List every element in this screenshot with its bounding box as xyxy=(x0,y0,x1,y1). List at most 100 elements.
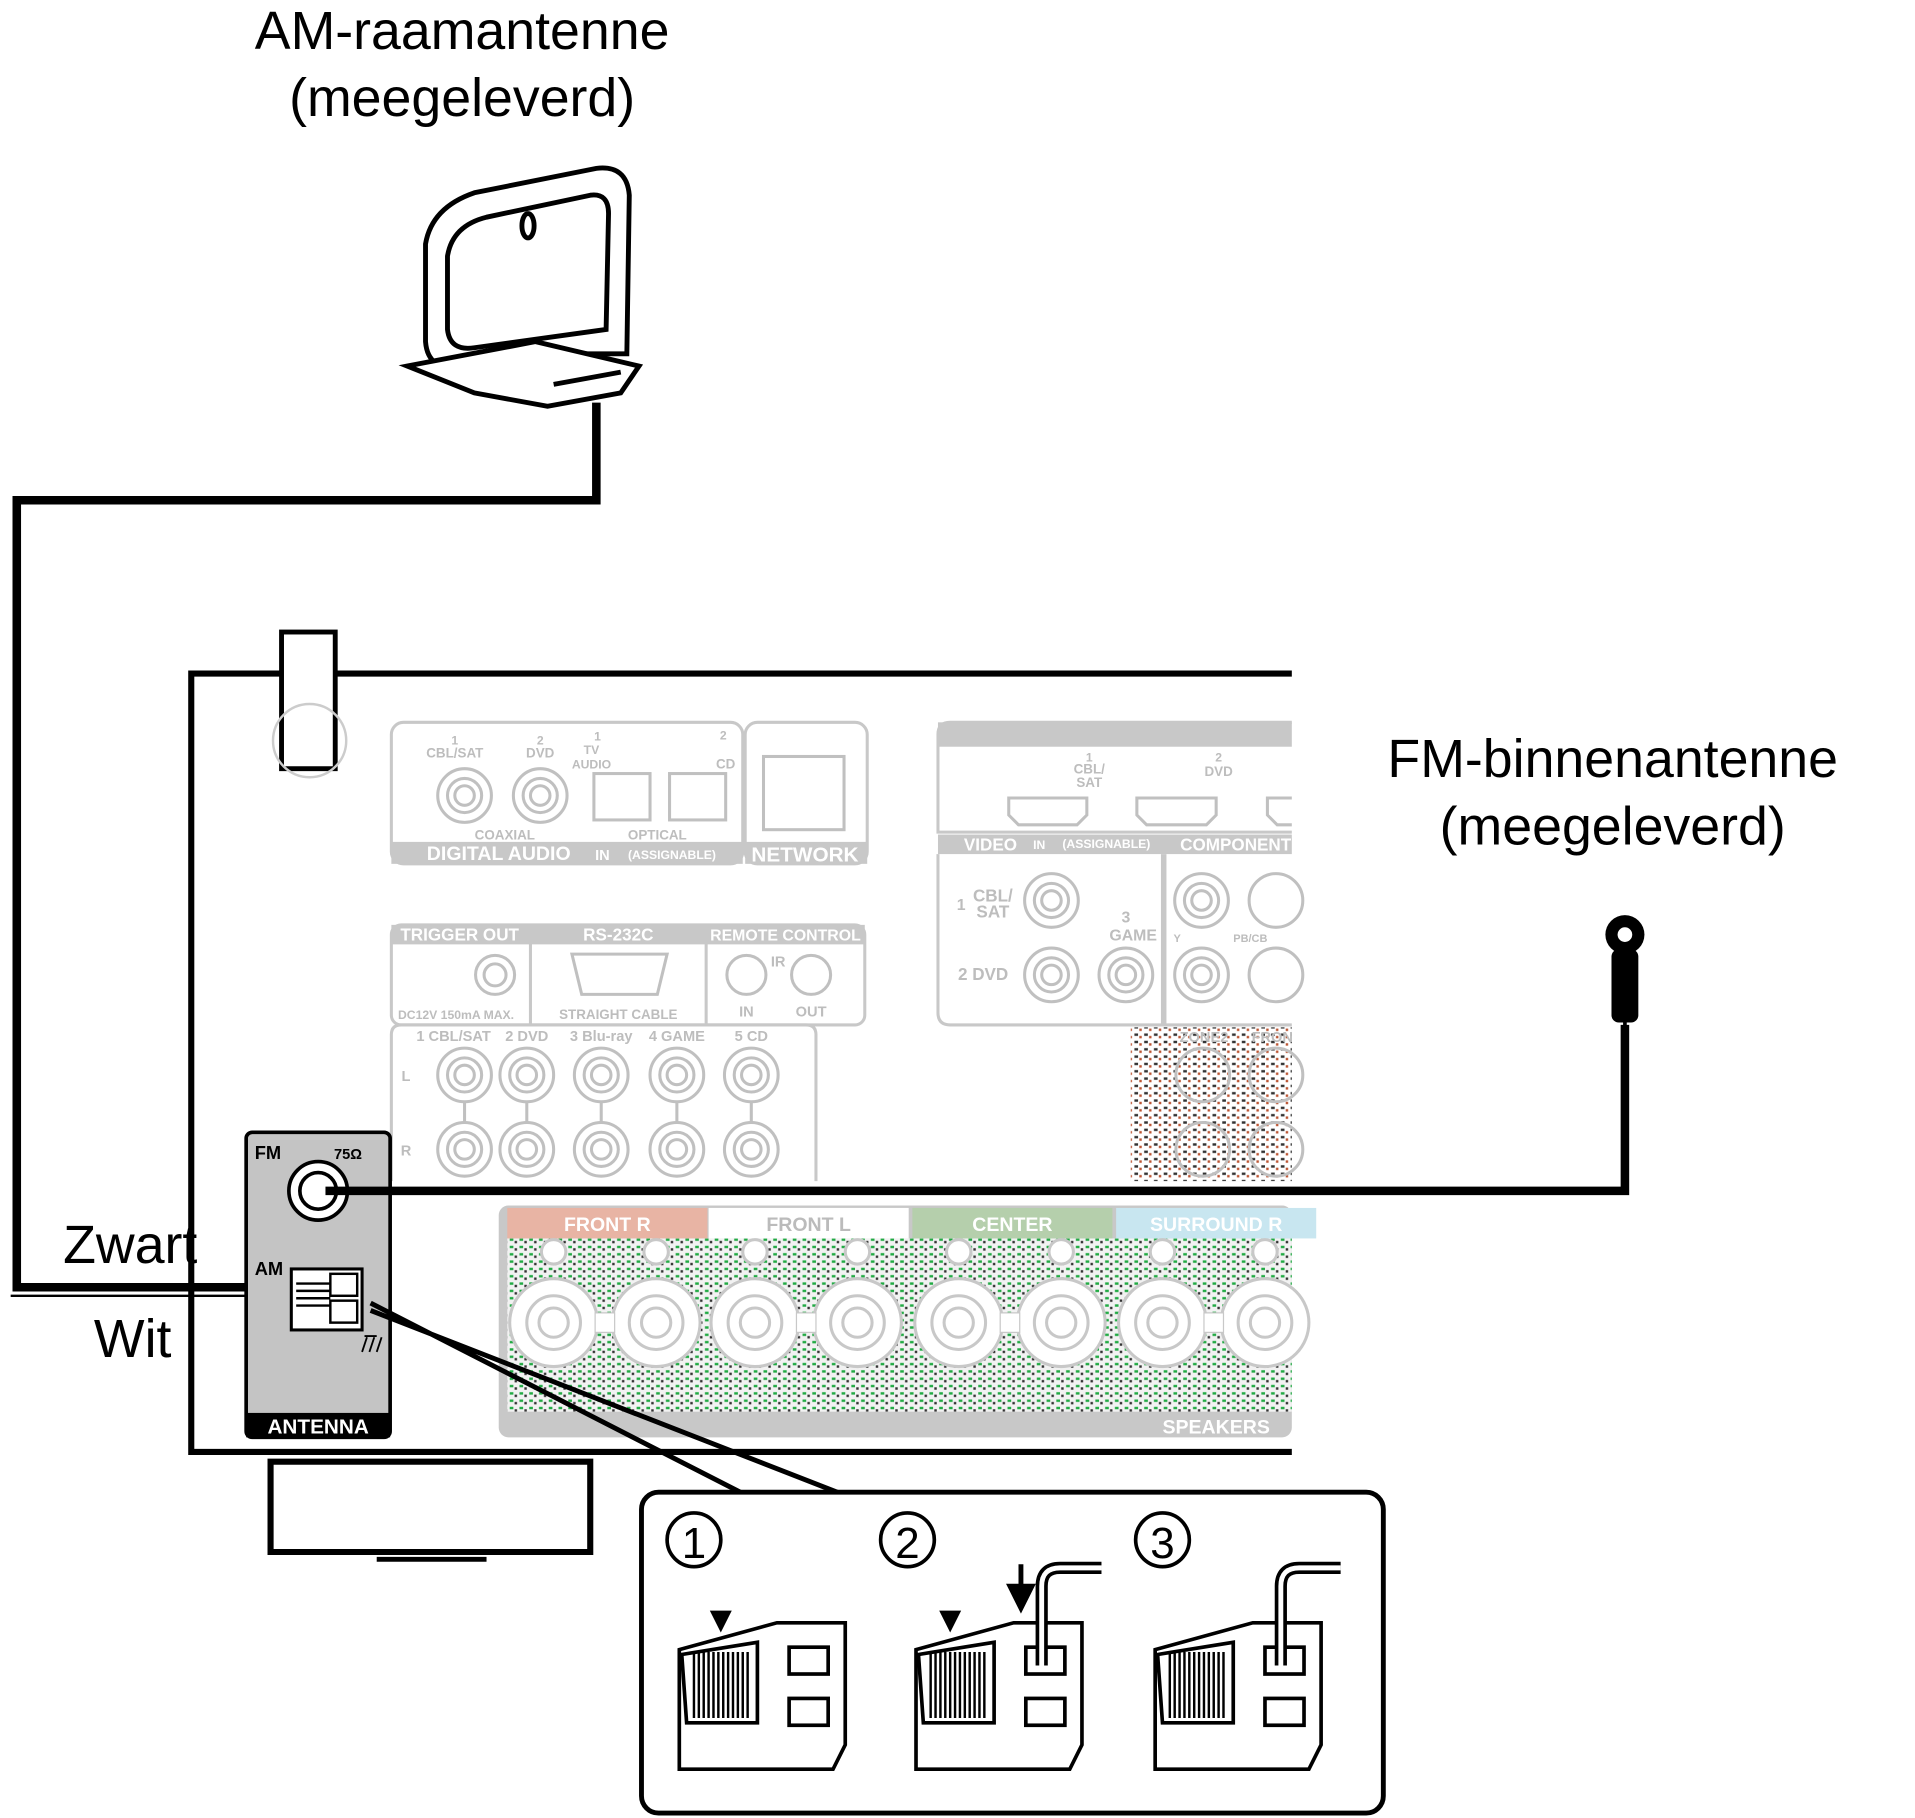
rca-jack[interactable] xyxy=(648,1120,706,1178)
trigger-note: DC12V 150mA MAX. xyxy=(398,1008,514,1022)
video1-num: 1 xyxy=(957,897,966,914)
coax2-label: DVD xyxy=(526,746,555,761)
fm-antenna-subtitle: (meegeleverd) xyxy=(1440,796,1786,856)
video-in-label: IN xyxy=(1033,838,1045,852)
hdmi2-label: DVD xyxy=(1204,764,1233,779)
opt1-b: AUDIO xyxy=(572,758,611,772)
rca-jack[interactable] xyxy=(498,1046,556,1104)
opt2-num: 2 xyxy=(720,728,727,742)
negative-terminal[interactable] xyxy=(610,1238,702,1369)
am-antenna-title: AM-raamantenne xyxy=(255,1,670,61)
ground-icon xyxy=(361,1335,383,1353)
terminal-bridge xyxy=(999,1312,1021,1333)
audio-in-5: 5 CD xyxy=(735,1029,768,1045)
connection-steps-inset: 1 2 3 xyxy=(639,1489,1386,1816)
hdmi1-num: 1 xyxy=(1086,750,1093,764)
rca-jack[interactable] xyxy=(722,1046,780,1104)
black-wire-label: Zwart xyxy=(63,1215,197,1275)
speaker-channel-header xyxy=(912,1207,1113,1239)
fm-antenna-title: FM-binnenantenne xyxy=(1387,729,1838,789)
terminal-bridge xyxy=(1203,1312,1225,1333)
coaxial-label: COAXIAL xyxy=(475,827,535,842)
speaker-channel-header xyxy=(1116,1207,1317,1239)
audio-input-labels: 1 CBL/SAT 2 DVD 3 Blu-ray 4 GAME 5 CD L … xyxy=(401,1029,768,1160)
optical-label: OPTICAL xyxy=(628,827,687,842)
terminal-bridge xyxy=(795,1312,817,1333)
white-wire-label: Wit xyxy=(94,1309,172,1369)
coax1-num: 1 xyxy=(451,733,458,747)
opt1-num: 1 xyxy=(594,730,601,744)
video-label: VIDEO xyxy=(964,835,1017,854)
coax1-label: CBL/SAT xyxy=(426,746,484,761)
video3-label: GAME xyxy=(1109,928,1157,945)
am-terminal-label: AM xyxy=(255,1258,283,1279)
positive-terminal[interactable] xyxy=(709,1238,801,1369)
am-antenna-subtitle: (meegeleverd) xyxy=(289,68,635,128)
zone2-front-label: FRON xyxy=(1252,1030,1293,1046)
video1-b: SAT xyxy=(976,903,1009,922)
fm-antenna-plug-icon xyxy=(1605,915,1645,1099)
rca-jack[interactable] xyxy=(572,1120,630,1178)
am-terminal-step-illustration xyxy=(677,1620,848,1772)
trigger-out-label: TRIGGER OUT xyxy=(400,926,519,945)
speaker-channel-label: CENTER xyxy=(972,1214,1052,1236)
remote-in-label: IN xyxy=(739,1004,754,1020)
press-arrow-icon xyxy=(709,1586,732,1633)
network-label: NETWORK xyxy=(751,843,858,866)
remote-out-label: OUT xyxy=(796,1004,827,1020)
left-label: L xyxy=(402,1069,411,1085)
rca-jack[interactable] xyxy=(498,1120,556,1178)
ir-label: IR xyxy=(771,954,786,970)
rca-jack[interactable] xyxy=(436,1046,493,1104)
am-terminal-step-illustration xyxy=(1153,1561,1341,1772)
video3-num: 3 xyxy=(1121,909,1130,926)
speaker-channel-label: FRONT L xyxy=(766,1214,851,1236)
negative-terminal[interactable] xyxy=(1219,1238,1311,1369)
am-terminal-step-illustration xyxy=(914,1561,1102,1772)
step-number: 3 xyxy=(1150,1519,1174,1568)
opt2-label: CD xyxy=(716,757,736,772)
negative-terminal[interactable] xyxy=(811,1238,903,1369)
positive-terminal[interactable] xyxy=(1117,1238,1208,1369)
in-label: IN xyxy=(595,848,610,864)
video1-a: CBL/ xyxy=(973,887,1013,906)
component-y: Y xyxy=(1173,933,1181,945)
speaker-channel-header xyxy=(708,1207,909,1239)
positive-terminal[interactable] xyxy=(913,1238,1005,1369)
component-label: COMPONENT xyxy=(1180,835,1292,854)
rca-jack[interactable] xyxy=(648,1046,706,1104)
press-arrow-icon xyxy=(939,1586,962,1633)
step-number: 2 xyxy=(895,1519,919,1568)
rs232-note: STRAIGHT CABLE xyxy=(559,1007,677,1022)
assignable-label: (ASSIGNABLE) xyxy=(628,848,716,862)
hdmi2-num: 2 xyxy=(1215,750,1222,764)
step-number-badge xyxy=(665,1511,723,1569)
step-number: 1 xyxy=(682,1519,706,1568)
negative-terminal[interactable] xyxy=(1015,1238,1107,1369)
impedance-label: 75Ω xyxy=(334,1147,362,1163)
opt1-a: TV xyxy=(584,743,600,757)
am-antenna-cable xyxy=(12,402,601,1292)
callout-lines xyxy=(369,1300,842,1496)
speaker-channel-label: FRONT R xyxy=(564,1214,651,1236)
am-push-terminal[interactable] xyxy=(289,1267,364,1332)
rca-jack[interactable] xyxy=(572,1046,630,1104)
zone2-label: ZONE2 xyxy=(1180,1030,1229,1046)
audio-in-3: 3 Blu-ray xyxy=(570,1029,633,1045)
am-loop-antenna-icon xyxy=(398,165,644,409)
rca-jack[interactable] xyxy=(722,1120,780,1178)
fm-terminal-label: FM xyxy=(255,1142,281,1163)
video2-label: 2 DVD xyxy=(958,965,1008,984)
antenna-panel-label: ANTENNA xyxy=(267,1416,368,1439)
antenna-terminal-panel: FM 75Ω AM ANTENNA xyxy=(244,1130,392,1440)
speaker-channel-header xyxy=(507,1207,708,1239)
press-arrow-icon xyxy=(1006,1564,1036,1614)
hdmi1-b: SAT xyxy=(1076,775,1103,790)
digital-audio-label: DIGITAL AUDIO xyxy=(427,843,571,865)
remote-control-label: REMOTE CONTROL xyxy=(710,928,861,945)
coax2-num: 2 xyxy=(537,733,544,747)
rca-jack[interactable] xyxy=(436,1120,493,1178)
audio-in-1: 1 CBL/SAT xyxy=(416,1029,491,1045)
step-number-badge xyxy=(1133,1511,1192,1569)
